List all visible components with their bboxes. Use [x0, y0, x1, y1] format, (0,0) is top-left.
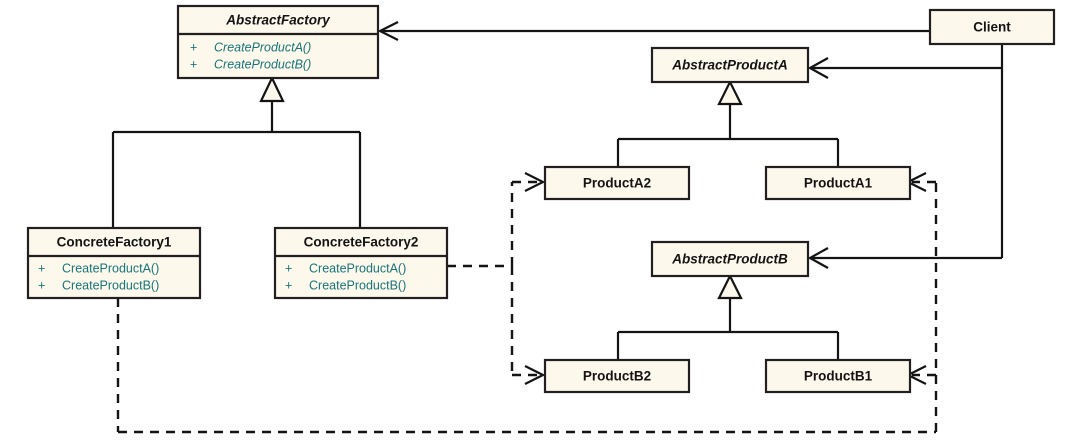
class-title-product-a2: ProductA2 [583, 176, 651, 191]
edge-client-to-abstract-factory [377, 21, 930, 41]
class-box-concrete-factory-1[interactable]: ConcreteFactory1 + CreateProductA() + Cr… [26, 226, 202, 300]
class-title-abstract-factory: AbstractFactory [225, 13, 331, 28]
class-box-concrete-factory-2[interactable]: ConcreteFactory2 + CreateProductA() + Cr… [273, 226, 449, 300]
class-title-client: Client [973, 20, 1011, 35]
class-title-concrete-factory-1: ConcreteFactory1 [57, 235, 172, 250]
edge-generalization-product-b [616, 273, 840, 360]
visibility-marker: + [190, 57, 197, 71]
edge-dependency-cf1-products [116, 172, 938, 434]
class-box-product-a1[interactable]: ProductA1 [764, 165, 912, 201]
edge-client-to-abstract-product-a [807, 57, 1002, 79]
edge-generalization-product-a [616, 79, 840, 167]
class-box-client[interactable]: Client [928, 8, 1056, 46]
class-title-product-b2: ProductB2 [583, 369, 651, 384]
class-box-abstract-product-a[interactable]: AbstractProductA [650, 46, 810, 84]
member-create-product-b: CreateProductB() [309, 278, 406, 292]
class-box-product-a2[interactable]: ProductA2 [543, 165, 691, 201]
visibility-marker: + [38, 261, 45, 275]
member-create-product-a: CreateProductA() [309, 261, 406, 275]
member-create-product-a: CreateProductA() [62, 261, 159, 275]
class-box-abstract-product-b[interactable]: AbstractProductB [650, 240, 810, 278]
visibility-marker: + [190, 40, 197, 54]
class-title-product-a1: ProductA1 [804, 176, 873, 191]
edge-dependency-cf2-products [447, 172, 546, 385]
class-box-product-b1[interactable]: ProductB1 [764, 358, 912, 394]
class-box-abstract-factory[interactable]: AbstractFactory + CreateProductA() + Cre… [176, 4, 380, 80]
class-title-abstract-product-b: AbstractProductB [671, 252, 788, 267]
class-title-abstract-product-a: AbstractProductA [671, 58, 788, 73]
edge-client-to-abstract-product-b [807, 247, 1002, 269]
class-box-product-b2[interactable]: ProductB2 [543, 358, 691, 394]
visibility-marker: + [285, 261, 292, 275]
member-create-product-a: CreateProductA() [214, 40, 311, 54]
edge-generalization-factories [111, 75, 362, 228]
visibility-marker: + [285, 278, 292, 292]
class-title-concrete-factory-2: ConcreteFactory2 [304, 235, 419, 250]
class-title-product-b1: ProductB1 [804, 369, 873, 384]
visibility-marker: + [38, 278, 45, 292]
member-create-product-b: CreateProductB() [62, 278, 159, 292]
edge-layer [111, 21, 1004, 434]
member-create-product-b: CreateProductB() [214, 57, 311, 71]
